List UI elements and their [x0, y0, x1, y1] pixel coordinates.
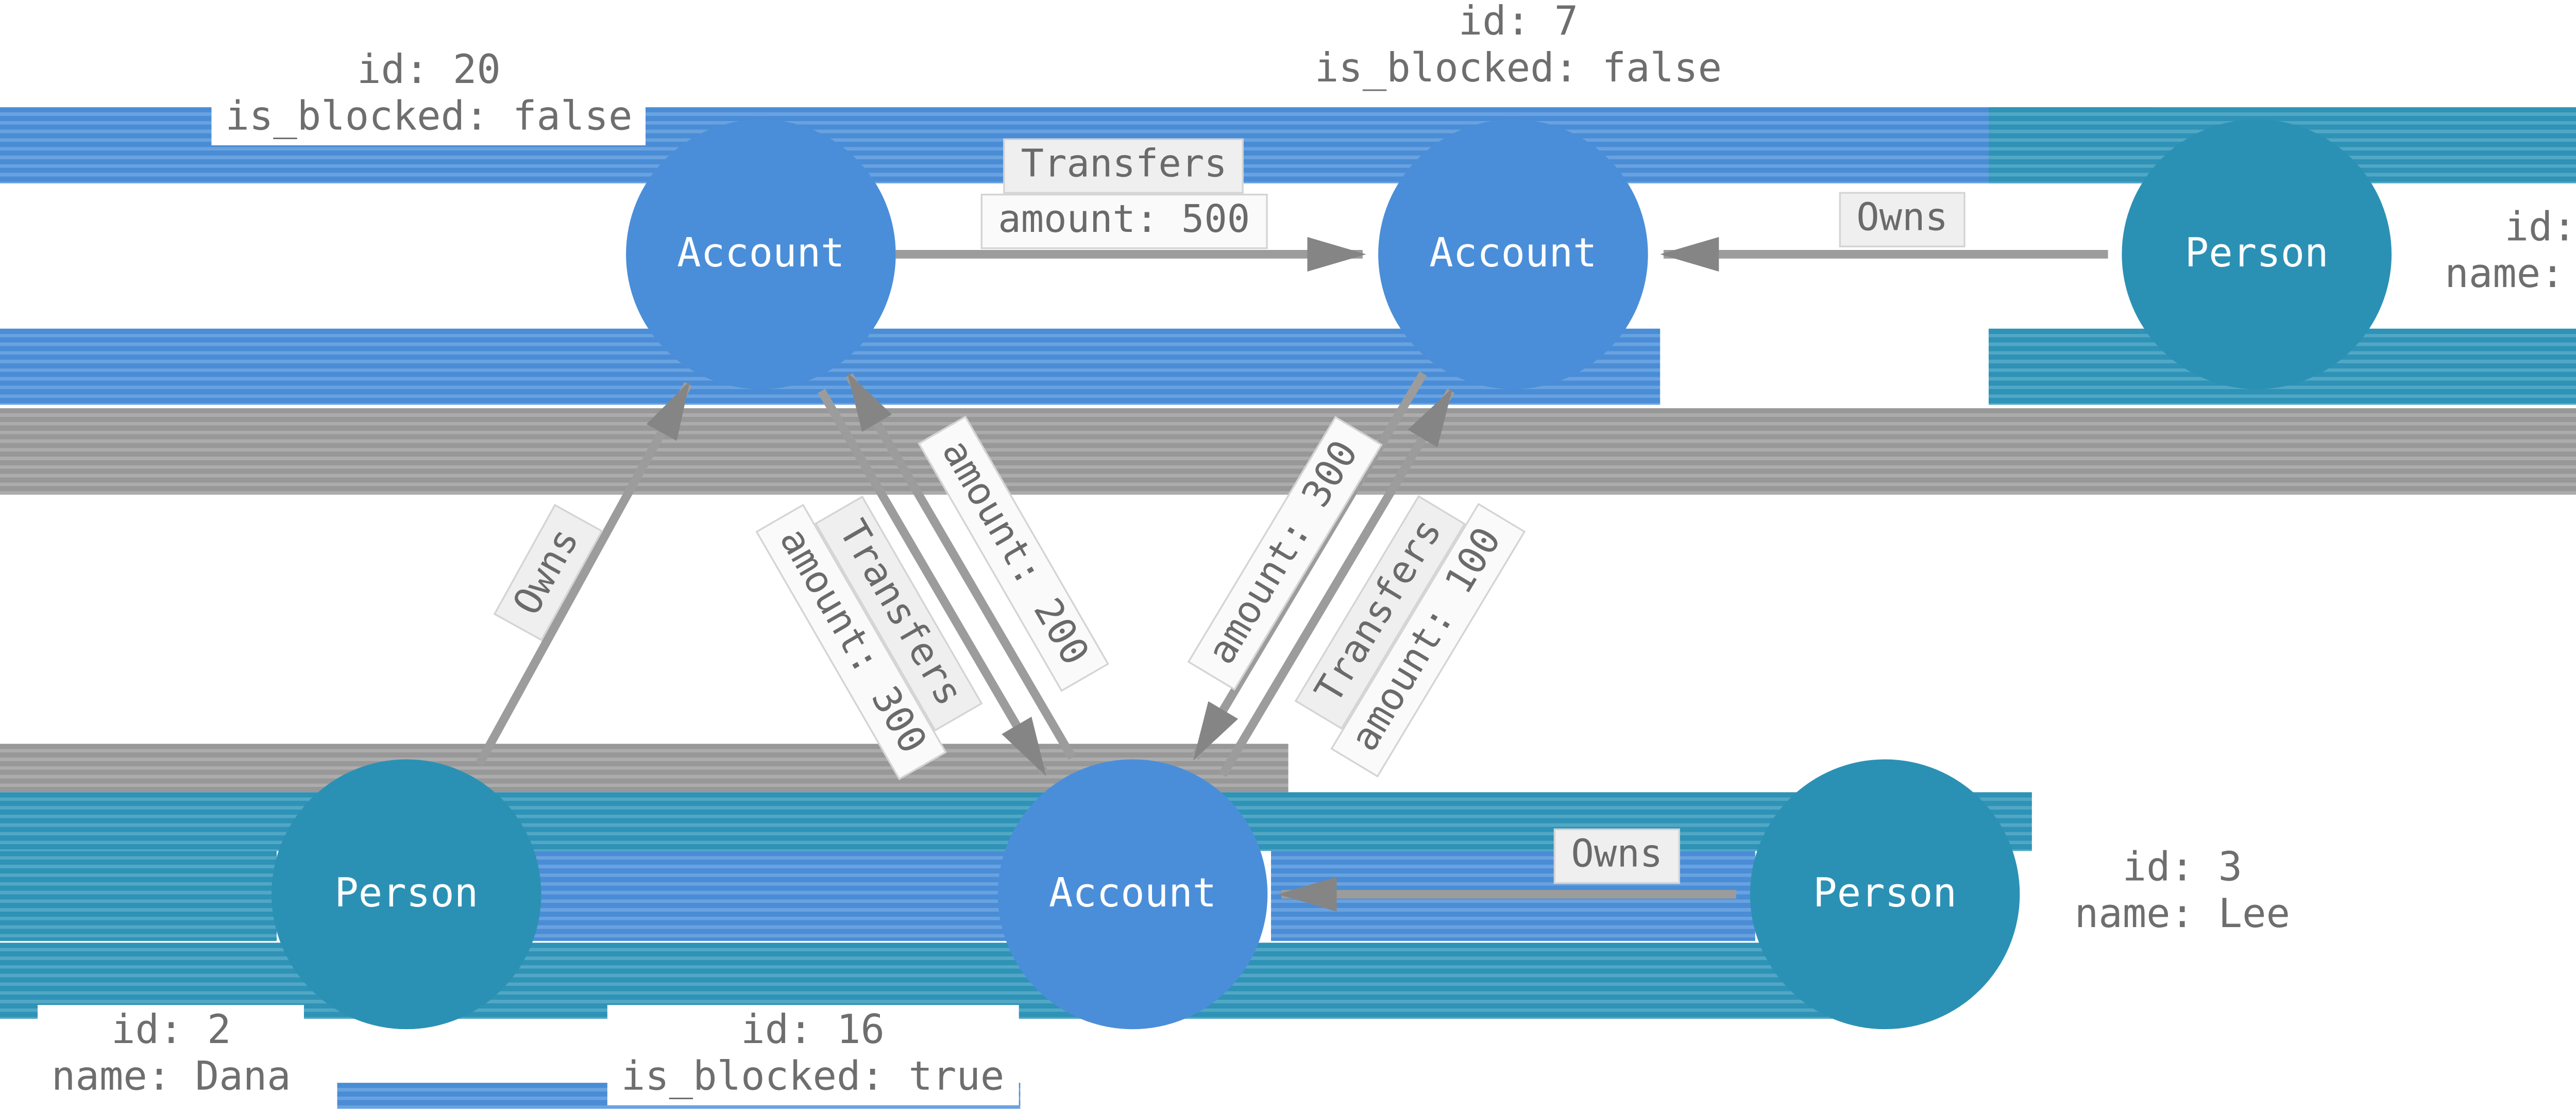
prop-line: id: 1 — [2504, 206, 2576, 251]
node-label: Person — [1813, 871, 1957, 917]
node-label: Account — [1048, 871, 1217, 917]
node-account-20[interactable]: Account — [626, 119, 896, 390]
props-person-dana: id: 2 name: Dana — [38, 1005, 305, 1105]
prop-line: name: Alex — [2445, 253, 2576, 298]
prop-line: is_blocked: true — [621, 1055, 1005, 1100]
edge-prop-label: amount: 500 — [980, 193, 1267, 249]
node-account-7[interactable]: Account — [1378, 119, 1648, 390]
prop-line: id: 16 — [741, 1008, 885, 1054]
prop-line: id: 7 — [1458, 0, 1579, 45]
edge-transfers-200-a16-a20[interactable] — [845, 372, 1076, 760]
node-person-lee[interactable]: Person — [1750, 759, 2020, 1030]
node-label: Person — [2184, 231, 2329, 277]
node-account-16[interactable]: Account — [997, 759, 1268, 1030]
edge-label-owns-lee[interactable]: Owns — [1553, 828, 1680, 884]
prop-line: is_blocked: false — [225, 95, 633, 140]
node-label: Account — [1429, 231, 1597, 277]
prop-line: id: 20 — [357, 48, 501, 94]
prop-line: name: Lee — [2074, 892, 2291, 938]
smear-band — [518, 851, 1021, 941]
props-account-16: id: 16 is_blocked: true — [607, 1005, 1019, 1105]
props-account-7: id: 7 is_blocked: false — [1301, 0, 1736, 97]
edge-label-owns-alex[interactable]: Owns — [1839, 192, 1965, 247]
edge-type-label: Owns — [1839, 192, 1965, 247]
node-person-alex[interactable]: Person — [2122, 119, 2392, 390]
smear-band — [0, 408, 2576, 495]
node-person-dana[interactable]: Person — [271, 759, 541, 1030]
props-account-20: id: 20 is_blocked: false — [211, 45, 647, 145]
smear-band — [0, 851, 277, 941]
edge-owns-dana-account20[interactable] — [475, 381, 692, 767]
edge-transfers-300-a20-a16[interactable] — [818, 389, 1048, 777]
prop-line: name: Dana — [51, 1055, 291, 1100]
edge-type-label: Transfers — [1004, 138, 1245, 194]
prop-line: id: 2 — [111, 1008, 231, 1054]
node-label: Person — [334, 871, 479, 917]
edge-type-label: Owns — [1553, 828, 1680, 884]
node-label: Account — [677, 231, 845, 277]
prop-line: is_blocked: false — [1314, 46, 1722, 92]
edge-transfers-100-a16-a7[interactable] — [1218, 388, 1455, 778]
edge-label-transfers-500[interactable]: Transfers amount: 500 — [980, 138, 1267, 249]
props-person-lee: id: 3 name: Lee — [2060, 842, 2304, 943]
props-person-alex: id: 1 name: Alex — [2431, 202, 2576, 303]
prop-line: id: 3 — [2122, 846, 2243, 891]
